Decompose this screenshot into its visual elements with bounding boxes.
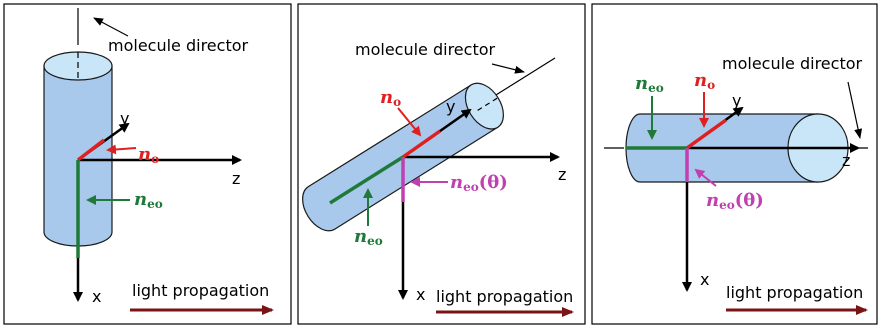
y-axis-label: y bbox=[446, 97, 455, 116]
panel-frame bbox=[591, 3, 878, 325]
light-propagation-label: light propagation bbox=[436, 287, 573, 306]
director-label: molecule director bbox=[355, 40, 496, 59]
n-o-pointer bbox=[397, 107, 422, 137]
z-axis-label: z bbox=[232, 169, 240, 188]
panel-1: molecule director z x y no neo light pro… bbox=[3, 3, 292, 325]
z-axis-label: z bbox=[558, 165, 566, 184]
n-eo-vector bbox=[329, 155, 404, 205]
director-pointer-arrow bbox=[491, 63, 525, 74]
panel-frame bbox=[3, 3, 292, 325]
panel-3: molecule director z x y no neo neo(θ) li… bbox=[591, 3, 878, 325]
light-propagation-label: light propagation bbox=[726, 283, 863, 302]
n-o-vector bbox=[76, 138, 106, 162]
director-label: molecule director bbox=[108, 36, 249, 55]
x-axis-label: x bbox=[416, 285, 425, 304]
n-o-label: no bbox=[380, 87, 401, 109]
y-axis-label: y bbox=[732, 91, 741, 110]
director-label: molecule director bbox=[722, 54, 863, 73]
n-eo-label: neo bbox=[134, 189, 163, 211]
n-o-label: no bbox=[138, 144, 159, 166]
n-o-label: no bbox=[694, 70, 715, 92]
director-pointer-arrow bbox=[847, 81, 863, 139]
x-axis-label: x bbox=[700, 270, 709, 289]
n-o-pointer bbox=[106, 144, 137, 155]
n-o-vector bbox=[685, 118, 728, 150]
x-axis-label: x bbox=[92, 287, 101, 306]
n-o-vector bbox=[401, 129, 442, 159]
n-eo-theta-label: neo(θ) bbox=[450, 172, 508, 194]
panel-frame bbox=[297, 3, 586, 325]
z-axis-label: z bbox=[842, 151, 850, 170]
n-eo-theta-label: neo(θ) bbox=[706, 190, 764, 212]
director-pointer-arrow bbox=[93, 17, 129, 37]
n-eo-label: neo bbox=[635, 73, 664, 95]
n-eo-label: neo bbox=[354, 226, 383, 248]
n-eo-theta-pointer bbox=[694, 168, 717, 187]
panel-2: molecule director z x y no neo neo(θ) li… bbox=[297, 3, 586, 325]
y-axis-label: y bbox=[120, 109, 129, 128]
light-propagation-label: light propagation bbox=[132, 281, 269, 300]
